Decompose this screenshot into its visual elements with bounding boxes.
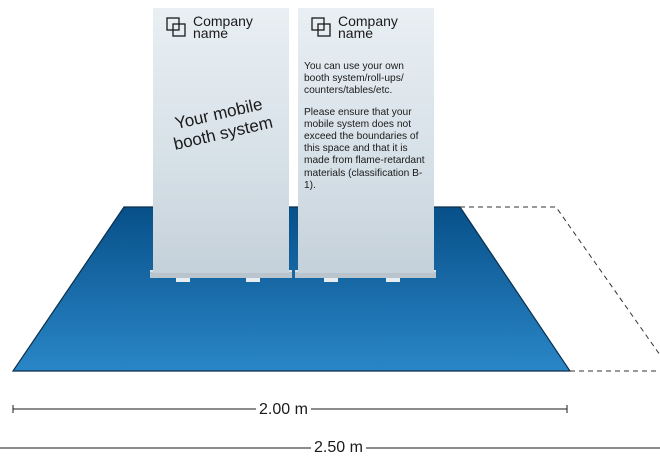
dimension-label-2m: 2.00 m [256,402,311,418]
instructions-paragraph-1: You can use your own booth system/roll-u… [304,61,404,97]
overlapping-squares-icon [311,17,331,37]
company-name: Company name [338,13,398,41]
overlapping-squares-icon [166,17,186,37]
rollup-banner-left: Company name Your mobile booth system [153,8,289,273]
mobile-booth-headline: Your mobile booth system [171,94,275,154]
extended-space-outline [460,206,660,356]
booth-floor [11,206,572,372]
instructions-text: You can use your own booth system/roll-u… [304,61,430,201]
rollup-banner-right: Company name You can use your own booth … [298,8,434,273]
dimension-label-2-5m: 2.50 m [311,440,366,456]
instructions-paragraph-2: Please ensure that your mobile system do… [304,106,425,191]
company-name: Company name [193,13,253,41]
